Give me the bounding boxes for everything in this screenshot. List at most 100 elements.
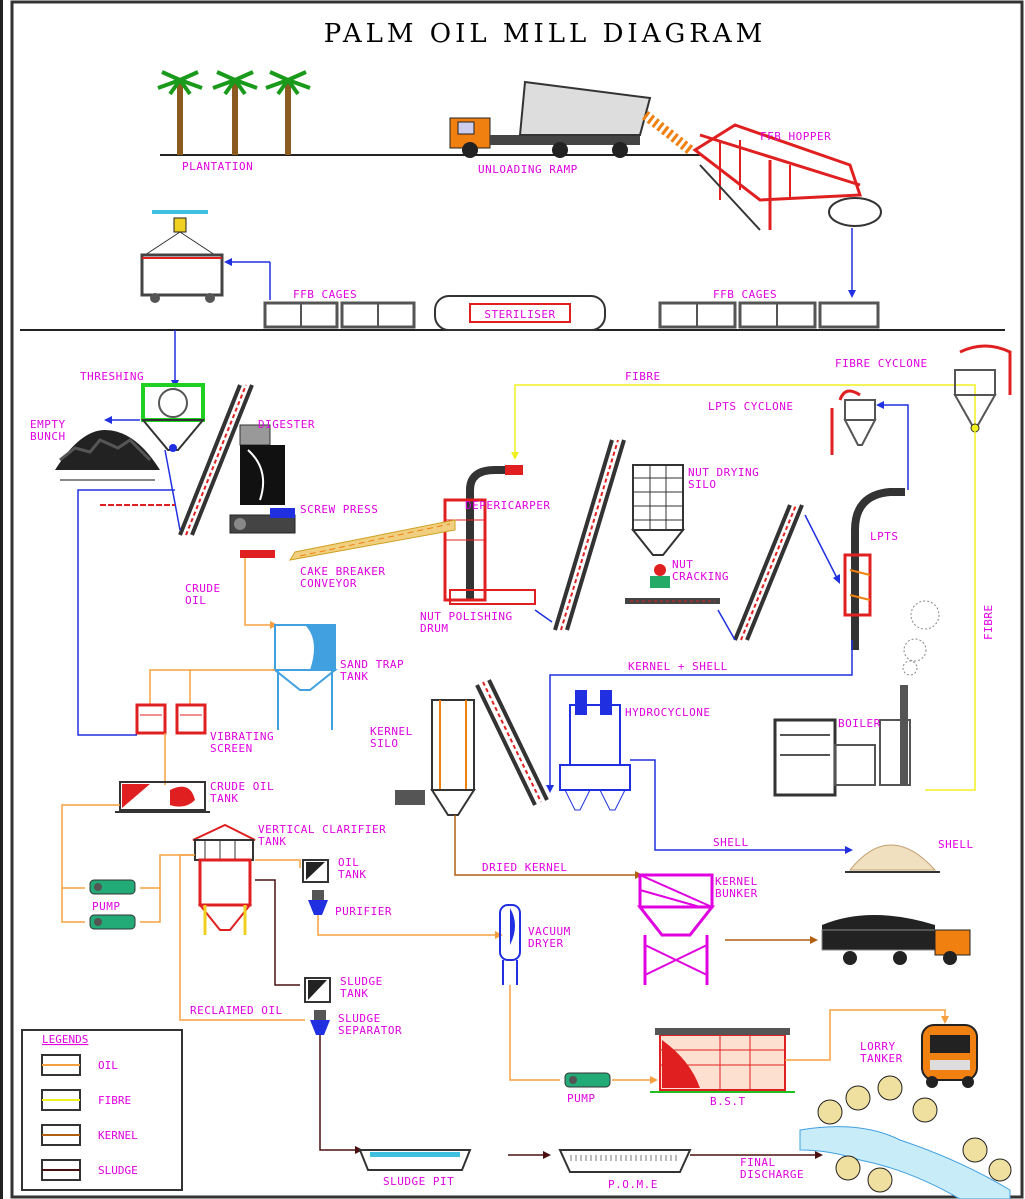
palm-tree-icon bbox=[157, 70, 311, 155]
digester-icon bbox=[239, 424, 285, 505]
vertical-clarifier-tank-icon bbox=[192, 823, 256, 935]
label-unloading-ramp: UNLOADING RAMP bbox=[478, 163, 578, 176]
crude-oil-tank-icon bbox=[115, 781, 210, 813]
label-empty-bunch-1: EMPTY bbox=[30, 418, 66, 431]
label-nut-cracking-2: CRACKING bbox=[672, 570, 729, 583]
legend-item-label: OIL bbox=[98, 1059, 118, 1072]
label-lpts-cyclone: LPTS CYCLONE bbox=[708, 400, 793, 413]
nut-drying-silo-icon bbox=[630, 464, 686, 556]
elevator-conveyor-2-icon bbox=[553, 439, 626, 631]
label-fibre-cyclone: FIBRE CYCLONE bbox=[835, 357, 928, 370]
label-nut-drying-silo-1: NUT DRYING bbox=[688, 466, 759, 479]
label-ffb-hopper: FFB HOPPER bbox=[760, 130, 831, 143]
label-crude-oil-2: OIL bbox=[185, 594, 206, 607]
hydrocyclone-icon bbox=[559, 690, 631, 811]
diagram-title: PALM OIL MILL DIAGRAM bbox=[324, 19, 766, 49]
label-kernel-silo-2: SILO bbox=[370, 737, 399, 750]
pome-pond-icon bbox=[558, 1149, 692, 1173]
label-pump-left: PUMP bbox=[92, 900, 121, 913]
river-discharge-icon bbox=[799, 1075, 1012, 1199]
elevator-conveyor-1-icon bbox=[178, 384, 254, 536]
ffb-hopper-icon bbox=[692, 123, 882, 231]
label-shell-pile: SHELL bbox=[938, 838, 974, 851]
label-ffb-cages-left: FFB CAGES bbox=[293, 288, 357, 301]
label-nut-drying-silo-2: SILO bbox=[688, 478, 717, 491]
legend-title: LEGENDS bbox=[42, 1033, 88, 1046]
purifier-icon bbox=[308, 890, 328, 915]
fibre-cyclone-icon bbox=[953, 344, 1012, 433]
label-dried-kernel: DRIED KERNEL bbox=[482, 861, 567, 874]
kernel-truck-icon bbox=[821, 915, 971, 965]
dump-truck-icon bbox=[449, 80, 694, 158]
pump-bottom-icon bbox=[564, 1072, 611, 1088]
label-hydrocyclone: HYDROCYCLONE bbox=[625, 706, 710, 719]
label-kernel-shell: KERNEL + SHELL bbox=[628, 660, 728, 673]
thresher-icon bbox=[140, 383, 206, 452]
bst-storage-tank-icon bbox=[650, 1028, 795, 1093]
label-threshing: THRESHING bbox=[80, 370, 144, 383]
label-crude-oil-tank-1: CRUDE OIL bbox=[210, 780, 274, 793]
label-sludge-tank-2: TANK bbox=[340, 987, 369, 1000]
legend-item-label: SLUDGE bbox=[98, 1164, 138, 1177]
diagram-border bbox=[10, 0, 1024, 1199]
label-purifier: PURIFIER bbox=[335, 905, 392, 918]
shell-pile-icon bbox=[845, 844, 940, 873]
label-kernel-silo-1: KERNEL bbox=[370, 725, 413, 738]
label-bst: B.S.T bbox=[710, 1095, 746, 1108]
label-fibre-side: FIBRE bbox=[982, 604, 995, 640]
label-sand-trap-1: SAND TRAP bbox=[340, 658, 404, 671]
sludge-tank-icon bbox=[304, 977, 331, 1003]
label-fibre-top: FIBRE bbox=[625, 370, 661, 383]
smoke-icon bbox=[902, 600, 940, 676]
ffb-cages-left-icon bbox=[263, 301, 416, 329]
label-pome: P.O.M.E bbox=[608, 1178, 658, 1191]
label-vertical-clarifier-2: TANK bbox=[258, 835, 287, 848]
label-oil-tank-2: TANK bbox=[338, 868, 367, 881]
label-kernel-bunker-2: BUNKER bbox=[715, 887, 758, 900]
label-vibrating-screen-1: VIBRATING bbox=[210, 730, 274, 743]
label-pump-bottom: PUMP bbox=[567, 1092, 596, 1105]
elevator-conveyor-3-icon bbox=[733, 504, 804, 641]
label-ffb-cages-right: FFB CAGES bbox=[713, 288, 777, 301]
boiler-icon bbox=[773, 685, 911, 797]
oil-tank-icon bbox=[302, 859, 329, 883]
label-oil-tank-1: OIL bbox=[338, 856, 359, 869]
label-sludge-separator-1: SLUDGE bbox=[338, 1012, 381, 1025]
steriliser-icon bbox=[434, 295, 606, 331]
kernel-bunker-icon bbox=[636, 873, 716, 985]
depericarper-icon bbox=[443, 465, 536, 605]
label-lorry-tanker-2: TANKER bbox=[860, 1052, 903, 1065]
label-crude-oil-1: CRUDE bbox=[185, 582, 221, 595]
label-vertical-clarifier-1: VERTICAL CLARIFIER bbox=[258, 823, 386, 836]
elevator-conveyor-4-icon bbox=[475, 679, 549, 806]
label-reclaimed-oil: RECLAIMED OIL bbox=[190, 1004, 283, 1017]
lorry-tanker-icon bbox=[921, 1024, 978, 1088]
vibrating-screen-icon bbox=[135, 703, 207, 735]
kernel-silo-icon bbox=[395, 699, 476, 816]
label-nut-polishing-1: NUT POLISHING bbox=[420, 610, 513, 623]
label-cake-breaker-2: CONVEYOR bbox=[300, 577, 357, 590]
cake-breaker-conveyor-icon bbox=[288, 519, 456, 561]
label-shell-line: SHELL bbox=[713, 836, 749, 849]
label-cake-breaker-1: CAKE BREAKER bbox=[300, 565, 385, 578]
crane-cage-icon bbox=[140, 210, 224, 303]
label-vacuum-dryer-1: VACUUM bbox=[528, 925, 571, 938]
label-steriliser: STERILISER bbox=[484, 308, 555, 321]
lpts-icon bbox=[843, 488, 905, 650]
sludge-separator-icon bbox=[310, 1010, 330, 1035]
label-final-discharge-1: FINAL bbox=[740, 1156, 776, 1169]
label-sludge-separator-2: SEPARATOR bbox=[338, 1024, 402, 1037]
label-kernel-bunker-1: KERNEL bbox=[715, 875, 758, 888]
label-nut-cracking-1: NUT bbox=[672, 558, 693, 571]
pump-left-icon bbox=[89, 879, 136, 930]
vacuum-dryer-icon bbox=[499, 904, 521, 985]
label-plantation: PLANTATION bbox=[182, 160, 253, 173]
lpts-cyclone-icon bbox=[830, 389, 877, 455]
label-digester: DIGESTER bbox=[258, 418, 315, 431]
sand-trap-tank-icon bbox=[272, 624, 338, 730]
label-boiler: BOILER bbox=[838, 717, 881, 730]
label-depericarper: DEPERICARPER bbox=[465, 499, 550, 512]
label-lorry-tanker-1: LORRY bbox=[860, 1040, 896, 1053]
label-sludge-pit: SLUDGE PIT bbox=[383, 1175, 454, 1188]
